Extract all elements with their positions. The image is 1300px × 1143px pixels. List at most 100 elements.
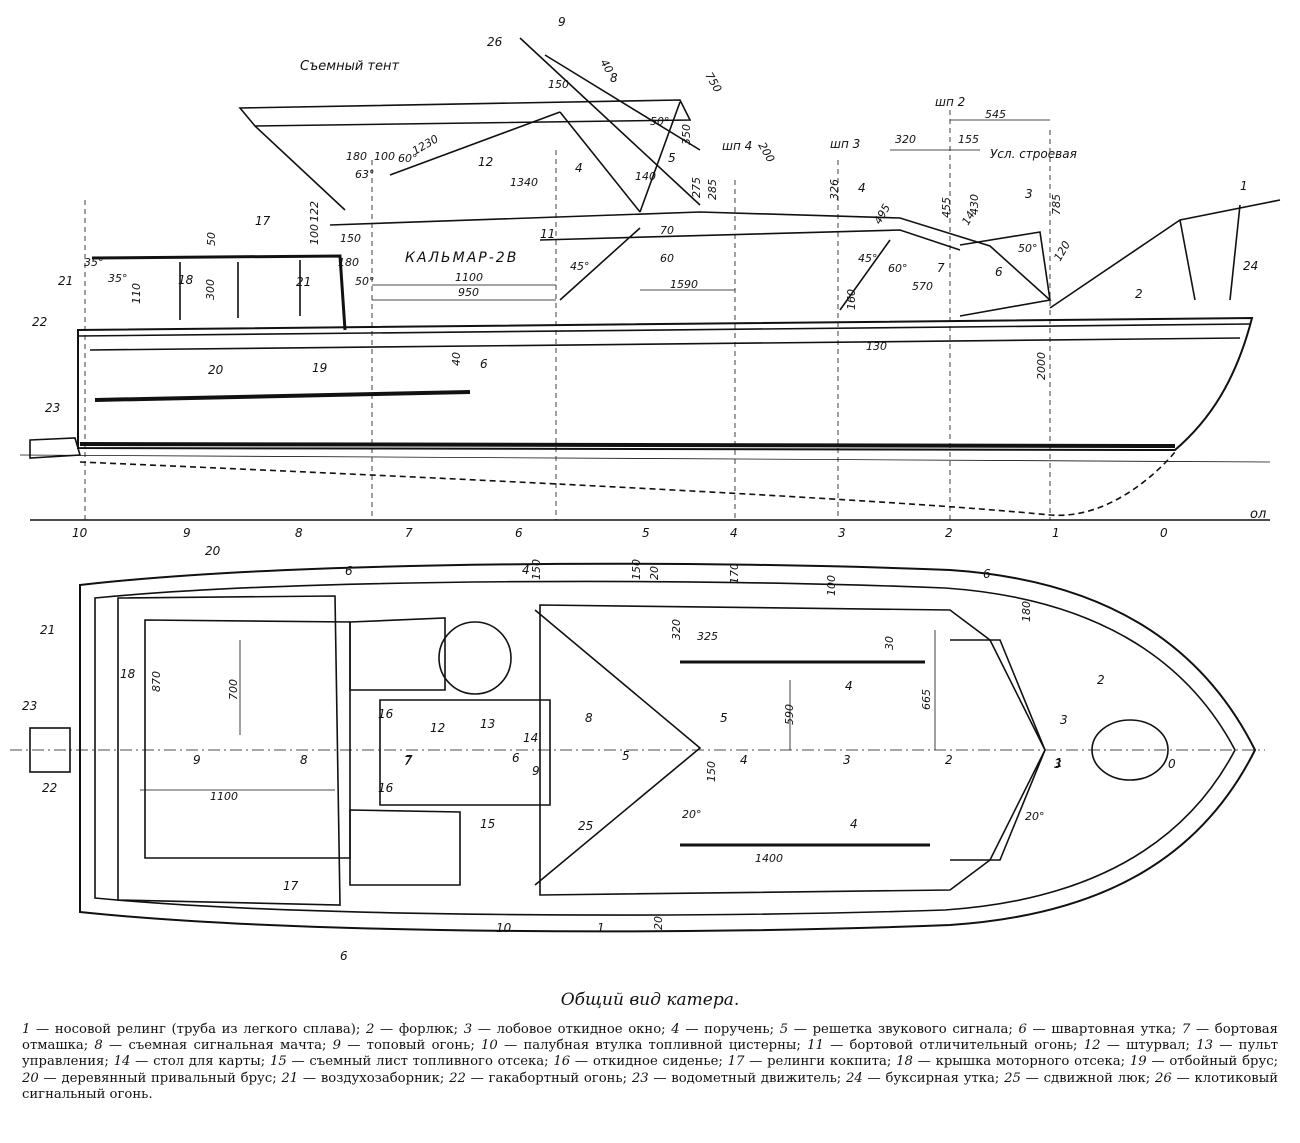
plan-view — [10, 562, 1265, 933]
plan-dimension: 1100 — [210, 790, 238, 803]
callout-number: 6 — [480, 357, 488, 371]
callout-number: 1 — [1240, 179, 1248, 193]
plan-callout: 23 — [22, 699, 37, 713]
sheer-line — [89, 337, 1241, 351]
plan-dimension: 870 — [150, 671, 163, 692]
plan-dimension: 150 — [630, 559, 643, 580]
bow-rail — [1049, 199, 1281, 309]
plan-callout: 9 — [193, 753, 201, 767]
legend-item: 5 — решетка звукового сигнала; — [779, 1022, 1013, 1037]
legend-number: 4 — [671, 1022, 680, 1037]
dimension-label: 110 — [130, 283, 143, 304]
plan-callout: 22 — [42, 781, 57, 795]
dimension-label: 285 — [706, 179, 719, 200]
plan-hull — [79, 562, 1257, 933]
callout-number: 7 — [937, 261, 945, 275]
dimension-label: 1590 — [670, 278, 698, 291]
dimension-label: 275 — [690, 177, 703, 198]
dimension-label: 750 — [702, 70, 724, 95]
legend-number: 24 — [846, 1070, 863, 1086]
legend-number: 21 — [281, 1070, 299, 1086]
legend-text: поручень; — [704, 1022, 775, 1037]
dimension-label: 120 — [1051, 239, 1073, 264]
plan-callout: 14 — [523, 731, 538, 745]
dimension-label: 320 — [895, 133, 916, 146]
station-number: 9 — [183, 526, 191, 540]
legend-number: 6 — [1018, 1022, 1027, 1037]
waterline-label: ол — [1250, 507, 1266, 522]
plan-dimension: 20 — [648, 566, 661, 580]
dimension-label: 50° — [650, 115, 670, 128]
legend-text: буксирная утка; — [885, 1070, 1000, 1086]
dimension-label: 495 — [871, 202, 893, 227]
station-number: 6 — [515, 526, 523, 540]
station-number: 1 — [1052, 526, 1060, 540]
figure-caption: Общий вид катера. — [560, 990, 740, 1010]
legend-text: водометный движитель; — [671, 1070, 842, 1086]
cockpit-outline — [117, 595, 341, 906]
plan-callout: 5 — [622, 749, 630, 763]
dimension-label: 150 — [548, 78, 569, 91]
callout-number: 11 — [540, 227, 555, 241]
plan-callout: 8 — [585, 711, 593, 725]
legend-text: сдвижной люк; — [1043, 1070, 1151, 1086]
dimension-label: 160 — [845, 289, 858, 310]
callout-number: 20 — [208, 363, 224, 377]
plan-callout: 1 — [597, 921, 605, 935]
boat-name: КАЛЬМАР-2В — [405, 250, 518, 266]
dimension-label: 14 — [959, 209, 977, 228]
legend-number: 7 — [1181, 1022, 1191, 1037]
dimension-label: 545 — [985, 108, 1006, 121]
station-number: 7 — [405, 526, 413, 540]
legend-text: лобовое откидное окно; — [496, 1022, 666, 1037]
coaming-rail — [179, 260, 301, 320]
plan-callout: 10 — [496, 921, 512, 935]
side-view — [19, 37, 1281, 521]
legend-item: 4 — поручень; — [671, 1022, 775, 1037]
callout-number: 21 — [296, 275, 311, 289]
frame-label: шп 3 — [830, 137, 860, 151]
legend-text: воздухозаборник; — [320, 1070, 445, 1086]
legend-number: 18 — [896, 1054, 913, 1070]
awning-label: Съемный тент — [300, 59, 399, 74]
callout-number: 17 — [255, 214, 271, 228]
legend-text: топовый огонь; — [366, 1038, 475, 1054]
callout-number: 9 — [558, 15, 566, 29]
dimension-label: 326 — [828, 179, 841, 200]
legend-item: 15 — съемный лист топливного отсека; — [269, 1054, 549, 1070]
legend-item: 1 — носовой релинг (труба из легкого спл… — [22, 1022, 361, 1037]
console — [379, 699, 551, 806]
plan-callout: 2 — [945, 753, 953, 767]
plan-callout: 2 — [1097, 673, 1105, 687]
legend-item: 3 — лобовое откидное окно; — [463, 1022, 666, 1037]
cabin-side — [539, 227, 961, 311]
callout-number: 18 — [178, 273, 194, 287]
plan-callout: 5 — [720, 711, 728, 725]
plan-callout: 3 — [843, 753, 851, 767]
legend-number: 19 — [1129, 1054, 1147, 1070]
plan-dimension: 150 — [705, 761, 718, 782]
dimension-label: 70 — [660, 224, 674, 237]
awning — [238, 99, 692, 127]
plan-callout: 6 — [983, 567, 991, 581]
plan-callout: 4 — [845, 679, 853, 693]
baseline-label: Усл. строевая — [990, 147, 1077, 161]
frame-label: шп 2 — [935, 95, 965, 109]
wheel — [438, 621, 512, 695]
plan-callout: 6 — [512, 751, 520, 765]
dimension-label: 950 — [458, 286, 479, 299]
dim-lines — [84, 110, 1051, 520]
seat-top — [349, 617, 446, 691]
legend-number: 20 — [22, 1070, 39, 1086]
plan-callout: 16 — [378, 781, 394, 795]
legend-item: 14 — стол для карты; — [113, 1054, 266, 1070]
callout-number: 12 — [478, 155, 493, 169]
legend-text: релинги кокпита; — [767, 1054, 892, 1070]
legend-text: клотиковый сигнальный огонь. — [22, 1070, 1279, 1102]
waterline-ext — [19, 454, 1271, 463]
dim-arrows — [372, 119, 1050, 301]
chine-line — [79, 442, 1176, 448]
legend-item: 18 — крышка моторного отсека; — [896, 1054, 1126, 1070]
dimension-label: 35° — [108, 272, 128, 285]
frame-label: шп 4 — [722, 139, 752, 153]
